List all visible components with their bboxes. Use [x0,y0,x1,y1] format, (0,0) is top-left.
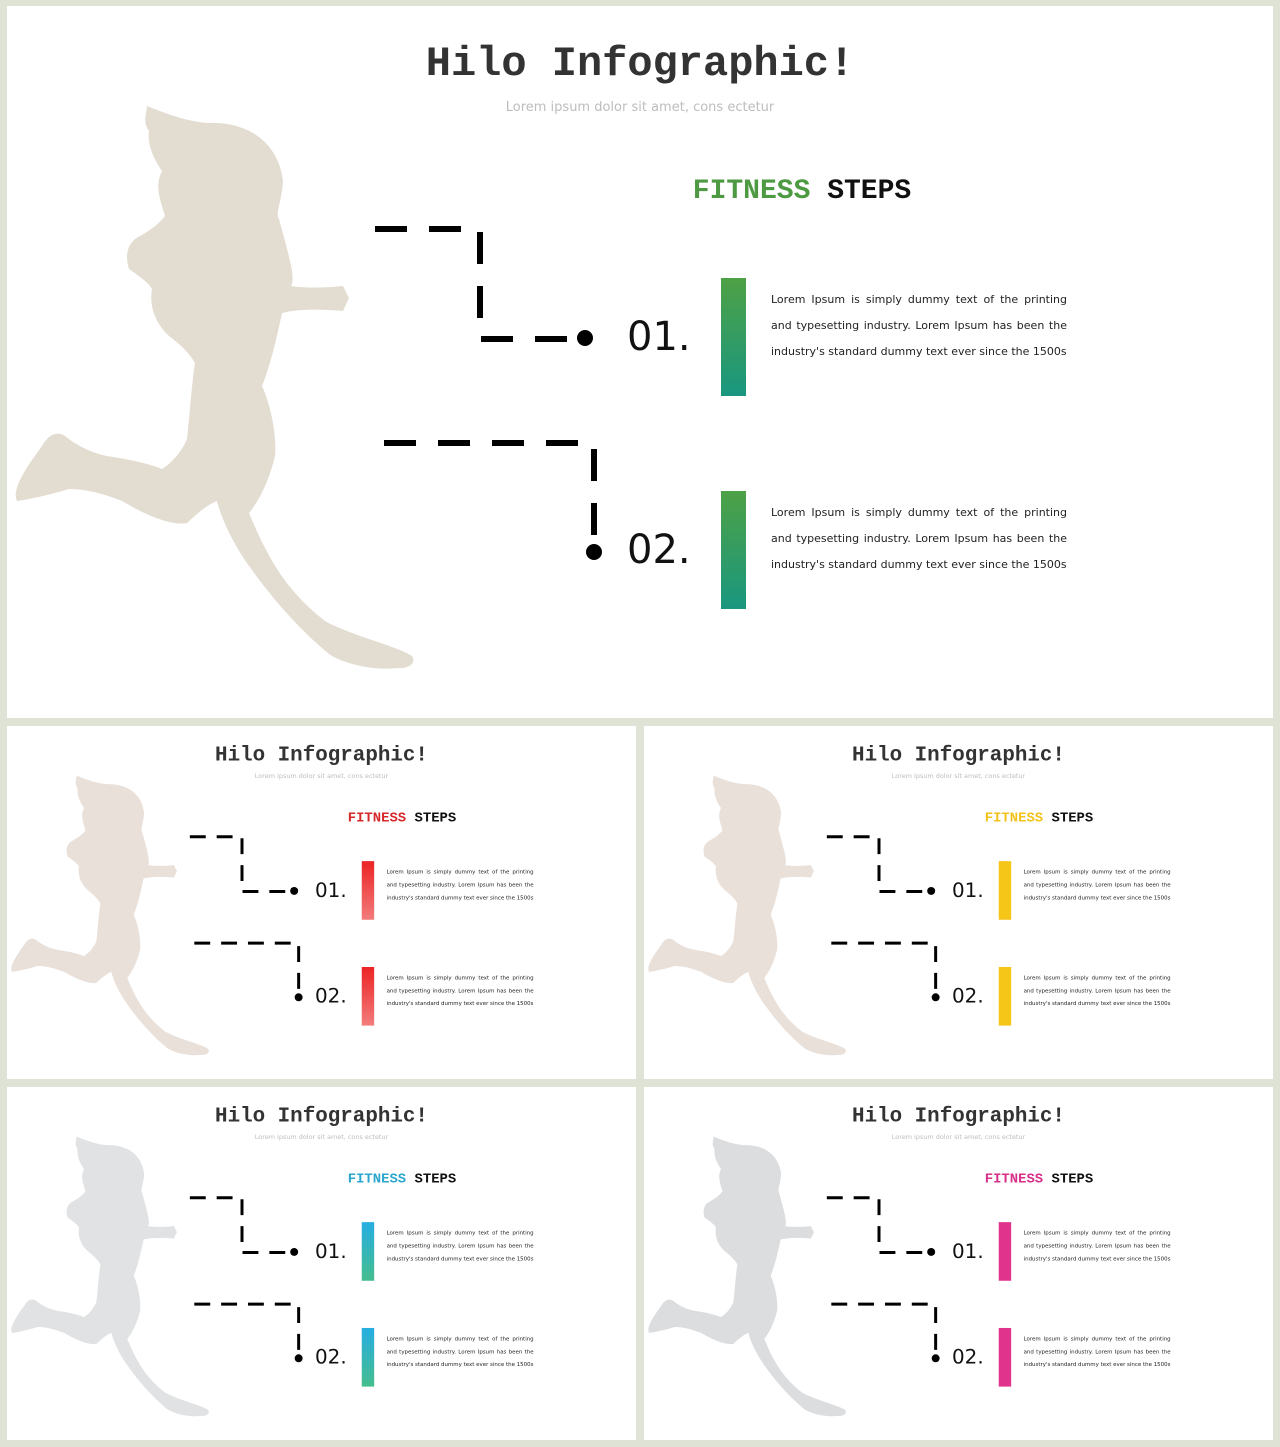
steps-heading-accent: FITNESS [347,810,407,826]
step-1-dot [577,330,593,346]
dashed-path-connectors [826,835,940,1002]
steps-heading-rest: STEPS [414,1171,457,1187]
step-2-dot [294,1354,303,1363]
steps-heading-rest: STEPS [1051,810,1094,826]
step-2-dot [931,1354,940,1363]
step-2-dot [586,544,602,560]
step-number: 01. [315,879,347,902]
slide-content: Hilo Infographic! Lorem ipsum dolor sit … [7,6,1273,718]
slide-thumbnail-2[interactable]: Hilo Infographic! Lorem ipsum dolor sit … [644,726,1273,1079]
steps-heading: FITNESS STEPS [285,1171,519,1186]
step-color-bar [998,861,1012,920]
step-color-bar [998,1222,1012,1281]
step-number: 02. [315,984,347,1008]
step-color-bar [721,491,746,609]
slide-content: Hilo Infographic! Lorem ipsum dolor sit … [644,1087,1273,1440]
step-1-connector [375,226,567,342]
step-2-connector [831,1302,938,1354]
slide-subtitle: Lorem ipsum dolor sit amet, cons ectetur [254,772,389,781]
step-2-dot [931,993,940,1002]
step-1-dot [290,886,299,895]
runner-silhouette-icon [11,775,209,1056]
slide-subtitle: Lorem ipsum dolor sit amet, cons ectetur [254,1133,389,1142]
step-number: 01. [952,1240,984,1263]
step-color-bar [361,1327,375,1387]
step-color-bar [998,1327,1012,1387]
runner-silhouette-icon [15,106,414,669]
steps-heading-accent: FITNESS [984,1171,1044,1187]
step-number: 02. [952,1345,984,1369]
step-color-bar [721,278,746,396]
slide-thumbnail-4[interactable]: Hilo Infographic! Lorem ipsum dolor sit … [644,1087,1273,1440]
step-1-connector [826,835,923,893]
slide-subtitle: Lorem ipsum dolor sit amet, cons ectetur [891,772,1026,781]
slide-subtitle: Lorem ipsum dolor sit amet, cons ectetur [505,100,775,115]
step-number: 01. [315,1240,347,1263]
steps-heading-rest: STEPS [1051,1171,1094,1187]
step-description: Lorem Ipsum is simply dummy text of the … [386,974,534,1007]
step-2-connector [384,440,597,543]
step-description: Lorem Ipsum is simply dummy text of the … [771,506,1067,571]
steps-heading-accent: FITNESS [347,1171,407,1187]
step-color-bar [998,966,1012,1026]
step-number: 01. [952,879,984,902]
steps-heading: FITNESS STEPS [567,176,1037,207]
slide-title: Hilo Infographic! [852,1103,1065,1128]
step-color-bar [361,966,375,1026]
step-number: 02. [952,984,984,1008]
steps-heading-rest: STEPS [827,176,912,207]
step-2-connector [194,1302,301,1354]
steps-heading-accent: FITNESS [692,176,811,207]
step-2-connector [194,941,301,993]
runner-silhouette-icon [648,1136,846,1417]
slide-title: Hilo Infographic! [215,742,428,767]
slide-title: Hilo Infographic! [215,1103,428,1128]
step-number: 02. [315,1345,347,1369]
main-slide[interactable]: Hilo Infographic! Lorem ipsum dolor sit … [7,6,1273,718]
dashed-path-connectors [826,1196,940,1363]
slide-title: Hilo Infographic! [425,40,855,88]
slide-content: Hilo Infographic! Lorem ipsum dolor sit … [644,726,1273,1079]
runner-silhouette-icon [648,775,846,1056]
step-1-connector [826,1196,923,1254]
step-1-connector [189,1196,286,1254]
step-2-connector [831,941,938,993]
slide-subtitle: Lorem ipsum dolor sit amet, cons ectetur [891,1133,1026,1142]
step-description: Lorem Ipsum is simply dummy text of the … [386,868,534,901]
slide-title: Hilo Infographic! [852,742,1065,767]
dashed-path-connectors [189,1196,303,1363]
dashed-path-connectors [375,226,602,560]
step-1-dot [290,1247,299,1256]
step-color-bar [361,1222,375,1281]
step-description: Lorem Ipsum is simply dummy text of the … [1023,974,1171,1007]
step-number: 01. [627,314,691,360]
step-number: 02. [627,527,691,573]
step-description: Lorem Ipsum is simply dummy text of the … [771,293,1067,358]
steps-heading: FITNESS STEPS [285,810,519,825]
slide-thumbnail-1[interactable]: Hilo Infographic! Lorem ipsum dolor sit … [7,726,636,1079]
steps-heading-accent: FITNESS [984,810,1044,826]
step-1-connector [189,835,286,893]
step-description: Lorem Ipsum is simply dummy text of the … [1023,1335,1171,1368]
steps-heading: FITNESS STEPS [922,1171,1156,1186]
runner-silhouette-icon [11,1136,209,1417]
slide-content: Hilo Infographic! Lorem ipsum dolor sit … [7,726,636,1079]
step-description: Lorem Ipsum is simply dummy text of the … [1023,1229,1171,1262]
step-description: Lorem Ipsum is simply dummy text of the … [386,1335,534,1368]
slide-content: Hilo Infographic! Lorem ipsum dolor sit … [7,1087,636,1440]
step-description: Lorem Ipsum is simply dummy text of the … [386,1229,534,1262]
dashed-path-connectors [189,835,303,1002]
step-description: Lorem Ipsum is simply dummy text of the … [1023,868,1171,901]
steps-heading-rest: STEPS [414,810,457,826]
slide-thumbnail-3[interactable]: Hilo Infographic! Lorem ipsum dolor sit … [7,1087,636,1440]
steps-heading: FITNESS STEPS [922,810,1156,825]
step-1-dot [927,886,936,895]
step-color-bar [361,861,375,920]
step-1-dot [927,1247,936,1256]
step-2-dot [294,993,303,1002]
